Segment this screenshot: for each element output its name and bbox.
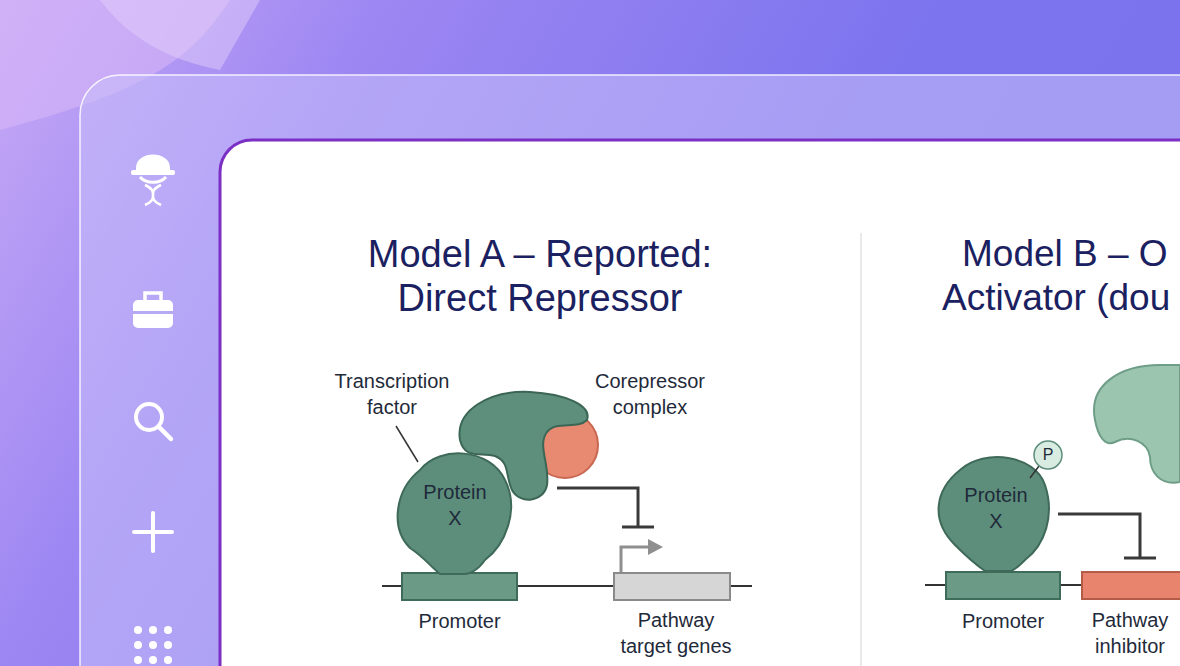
- complex-shape: [1094, 365, 1180, 483]
- background-swirl: [100, 0, 260, 70]
- connector-line: [557, 488, 638, 527]
- annotation-label: Corepressor complex: [585, 368, 715, 420]
- inhibition-connector: [1058, 514, 1156, 558]
- node-label: Promoter: [402, 608, 517, 634]
- panel-title: Model A – Reported: Direct Repressor: [330, 232, 750, 320]
- node-label: Pathway inhibitor: [1080, 607, 1180, 659]
- gene-region: [614, 573, 730, 600]
- node-label: P: [1034, 443, 1062, 467]
- sidebar-icons: [131, 155, 175, 665]
- node-label: Protein X: [956, 482, 1036, 534]
- content-card: [220, 140, 1180, 666]
- node-label: Protein X: [415, 479, 495, 531]
- connector-line: [1058, 514, 1140, 558]
- transcription-start-arrow: [621, 547, 650, 572]
- diagram-node: Protein X: [938, 455, 1058, 572]
- arrow-head: [648, 539, 663, 555]
- node-label: Promoter: [946, 608, 1060, 634]
- leader-line: [396, 426, 418, 462]
- annotation-label: Transcription factor: [322, 368, 462, 420]
- node-label: Pathway target genes: [612, 607, 740, 659]
- inhibition-connector: [557, 488, 654, 527]
- inhibition-bar: [622, 526, 654, 529]
- diagram-node: Protein X: [398, 378, 557, 578]
- diagram-node: P: [1034, 441, 1062, 469]
- protein-shape: [939, 457, 1049, 571]
- promoter-region: [402, 573, 517, 600]
- divider: [860, 233, 862, 666]
- panel-title: Activator (dou: [942, 276, 1178, 320]
- diagram-node: Promoter: [946, 572, 1060, 642]
- gene-region: [1082, 572, 1180, 599]
- diagram-node: Pathway target genes: [604, 527, 744, 662]
- phosphate-circle: [1034, 441, 1062, 469]
- protein-shape: [398, 453, 511, 574]
- diagram-node: Promoter: [402, 573, 517, 643]
- leader-line: [1030, 466, 1039, 478]
- inhibition-bar: [1124, 557, 1156, 560]
- promoter-region: [946, 572, 1060, 599]
- panel-title: Model B – O: [962, 232, 1178, 276]
- diagram-node: Pathway inhibitor: [1080, 558, 1180, 663]
